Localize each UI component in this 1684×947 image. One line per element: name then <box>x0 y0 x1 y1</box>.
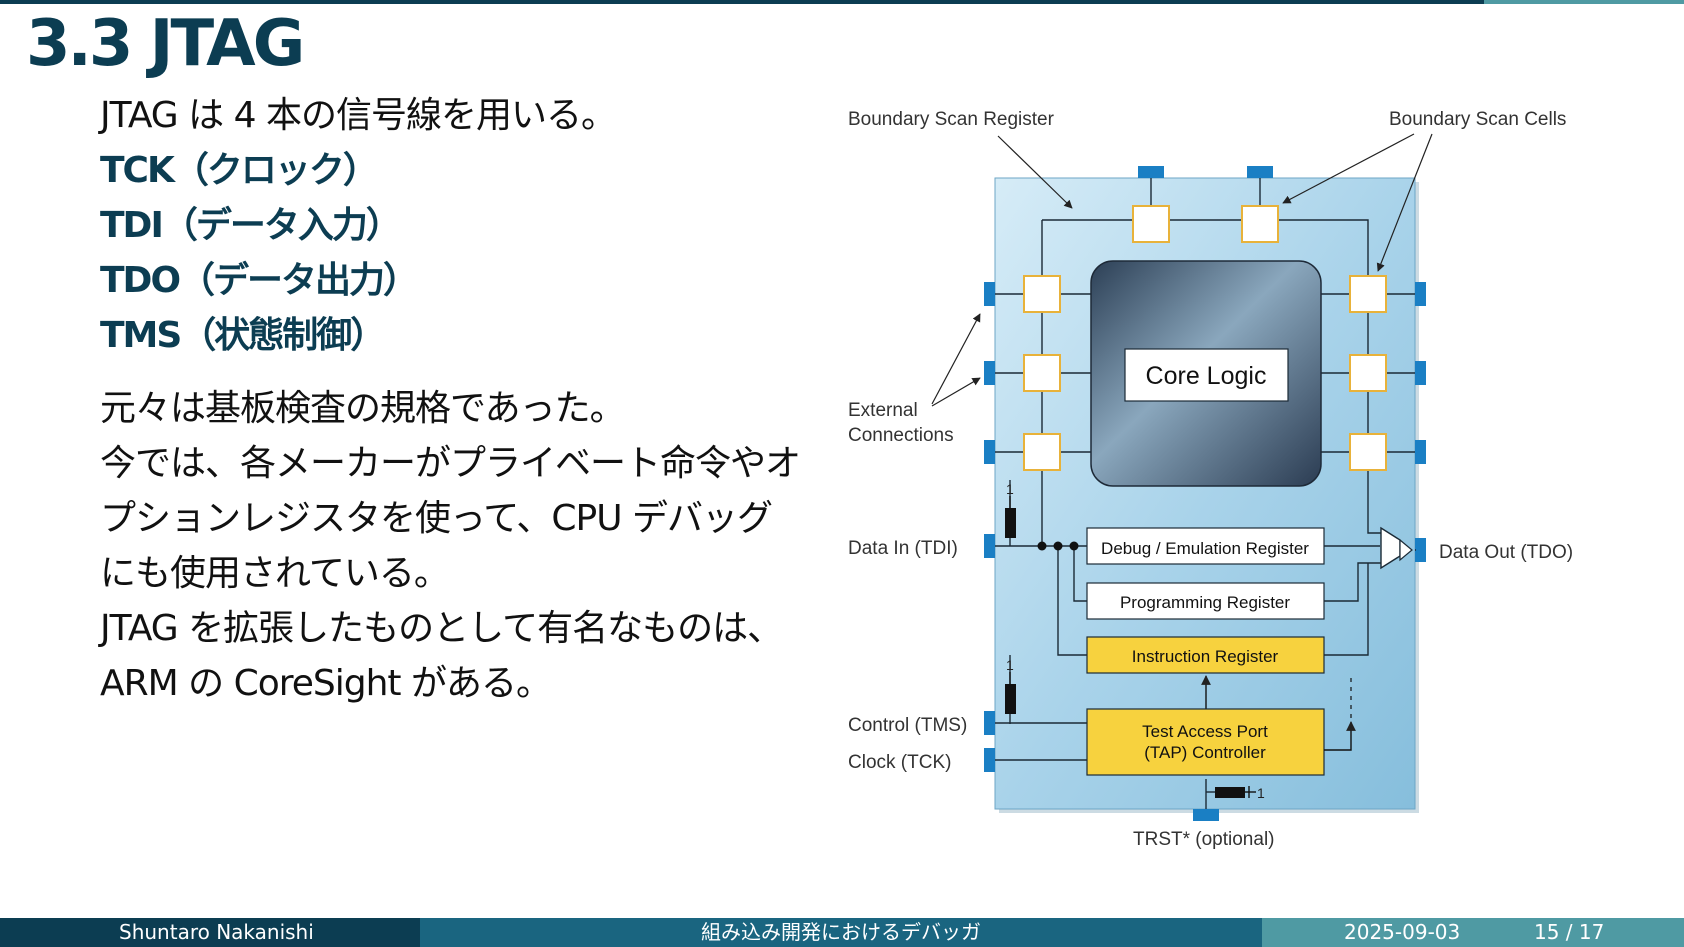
core-logic-label-box <box>1124 348 1289 402</box>
label-external-2: Connections <box>848 425 954 446</box>
top-accent-light <box>1484 0 1684 4</box>
debug-register-label: Debug / Emulation Register <box>1101 539 1309 558</box>
top-accent-dark <box>0 0 1484 4</box>
signal-tms: TMS（状態制御） <box>100 315 386 356</box>
intro-text: JTAG は 4 本の信号線を用いる。 <box>100 95 617 136</box>
pull-up-resistors: 1 1 1 <box>1005 481 1265 801</box>
tap-controller-label-2: (TAP) Controller <box>1144 743 1266 762</box>
pin-left-1 <box>984 282 995 306</box>
label-data-in: Data In (TDI) <box>848 538 958 559</box>
tap-controller-label-1: Test Access Port <box>1142 722 1268 741</box>
resistor-tms-label: 1 <box>1006 657 1014 673</box>
pin-left-2 <box>984 361 995 385</box>
pin-right-tdo <box>1415 538 1426 562</box>
signal-tck: TCK（クロック） <box>100 150 379 191</box>
scan-cell-top-2 <box>1241 205 1279 243</box>
resistor-tms <box>1005 684 1016 714</box>
footer-author-segment: Shuntaro Nakanishi <box>0 918 420 947</box>
label-data-out: Data Out (TDO) <box>1439 542 1573 563</box>
core-logic-label: Core Logic <box>1146 362 1267 390</box>
instruction-register-box <box>1086 636 1325 674</box>
paragraph-line-2: 今では、各メーカーがプライベート命令やオ <box>100 443 801 484</box>
pin-top-2 <box>1247 166 1273 178</box>
spacer <box>100 363 840 381</box>
label-boundary-scan-cells: Boundary Scan Cells <box>1389 109 1566 130</box>
jtag-diagram: 1 1 1 Core Logic Debug / Emulation Regis… <box>840 96 1580 856</box>
programming-register-label: Programming Register <box>1120 593 1290 612</box>
pin-left-tck <box>984 748 995 772</box>
scan-cell-top-1 <box>1132 205 1170 243</box>
pin-top-1 <box>1138 166 1164 178</box>
pin-left-3 <box>984 440 995 464</box>
annotation-arrows <box>931 133 1433 407</box>
instruction-register-label: Instruction Register <box>1132 647 1279 666</box>
resistor-trst-label: 1 <box>1257 785 1265 801</box>
footer-page-number: 15 / 17 <box>1534 920 1605 944</box>
scan-cell-left-3 <box>1023 433 1061 471</box>
footer-title-segment: 組み込み開発におけるデバッガ <box>420 918 1262 947</box>
mux-select-wire <box>1324 721 1356 751</box>
label-control: Control (TMS) <box>848 715 967 736</box>
pin-left-tms <box>984 711 995 735</box>
paragraph-line-1: 元々は基板検査の規格であった。 <box>100 388 626 429</box>
footer-author: Shuntaro Nakanishi <box>119 920 314 944</box>
resistor-tdi <box>1005 508 1016 538</box>
signal-tdi: TDI（データ入力） <box>100 205 402 246</box>
paragraph-line-4: にも使用されている。 <box>100 553 450 594</box>
footer-bar: Shuntaro Nakanishi 組み込み開発におけるデバッガ 2025-0… <box>0 918 1684 947</box>
label-external-1: External <box>848 400 918 421</box>
footer-talk-title: 組み込み開発におけるデバッガ <box>701 920 981 944</box>
paragraph-line-5: JTAG を拡張したものとして有名なものは、 <box>100 608 783 649</box>
output-buffer <box>1399 538 1413 562</box>
label-trst: TRST* (optional) <box>1133 829 1275 850</box>
slide-content: JTAG は 4 本の信号線を用いる。 TCK（クロック） TDI（データ入力）… <box>100 88 840 711</box>
scan-cell-right-3 <box>1349 433 1387 471</box>
resistor-trst <box>1215 787 1245 798</box>
footer-meta-segment: 2025-09-03 15 / 17 <box>1262 918 1684 947</box>
boundary-scan-cells <box>1023 205 1387 471</box>
scan-cell-left-2 <box>1023 354 1061 392</box>
pin-right-1 <box>1415 282 1426 306</box>
scan-cell-left-1 <box>1023 275 1061 313</box>
pin-left-tdi <box>984 534 995 558</box>
paragraph-line-3: プションレジスタを使って、CPU デバッグ <box>100 498 773 539</box>
debug-register-box <box>1086 527 1325 565</box>
resistor-tdi-label: 1 <box>1006 481 1014 497</box>
footer-date: 2025-09-03 <box>1344 920 1461 944</box>
top-accent-bar <box>0 0 1684 4</box>
paragraph-line-6: ARM の CoreSight がある。 <box>100 663 552 704</box>
label-boundary-scan-register: Boundary Scan Register <box>848 109 1055 130</box>
pin-bottom-trst <box>1193 809 1219 821</box>
pin-right-2 <box>1415 361 1426 385</box>
junction-dots <box>1037 541 1079 551</box>
pin-right-3 <box>1415 440 1426 464</box>
signal-tdo: TDO（データ出力） <box>100 260 419 301</box>
scan-cell-right-2 <box>1349 354 1387 392</box>
slide-title: 3.3 JTAG <box>26 7 305 81</box>
jtag-diagram-svg: 1 1 1 Core Logic Debug / Emulation Regis… <box>848 109 1573 850</box>
pins <box>984 166 1426 821</box>
label-clock: Clock (TCK) <box>848 752 951 773</box>
programming-register-box <box>1086 582 1325 620</box>
scan-cell-right-1 <box>1349 275 1387 313</box>
tap-controller-box <box>1086 708 1325 776</box>
